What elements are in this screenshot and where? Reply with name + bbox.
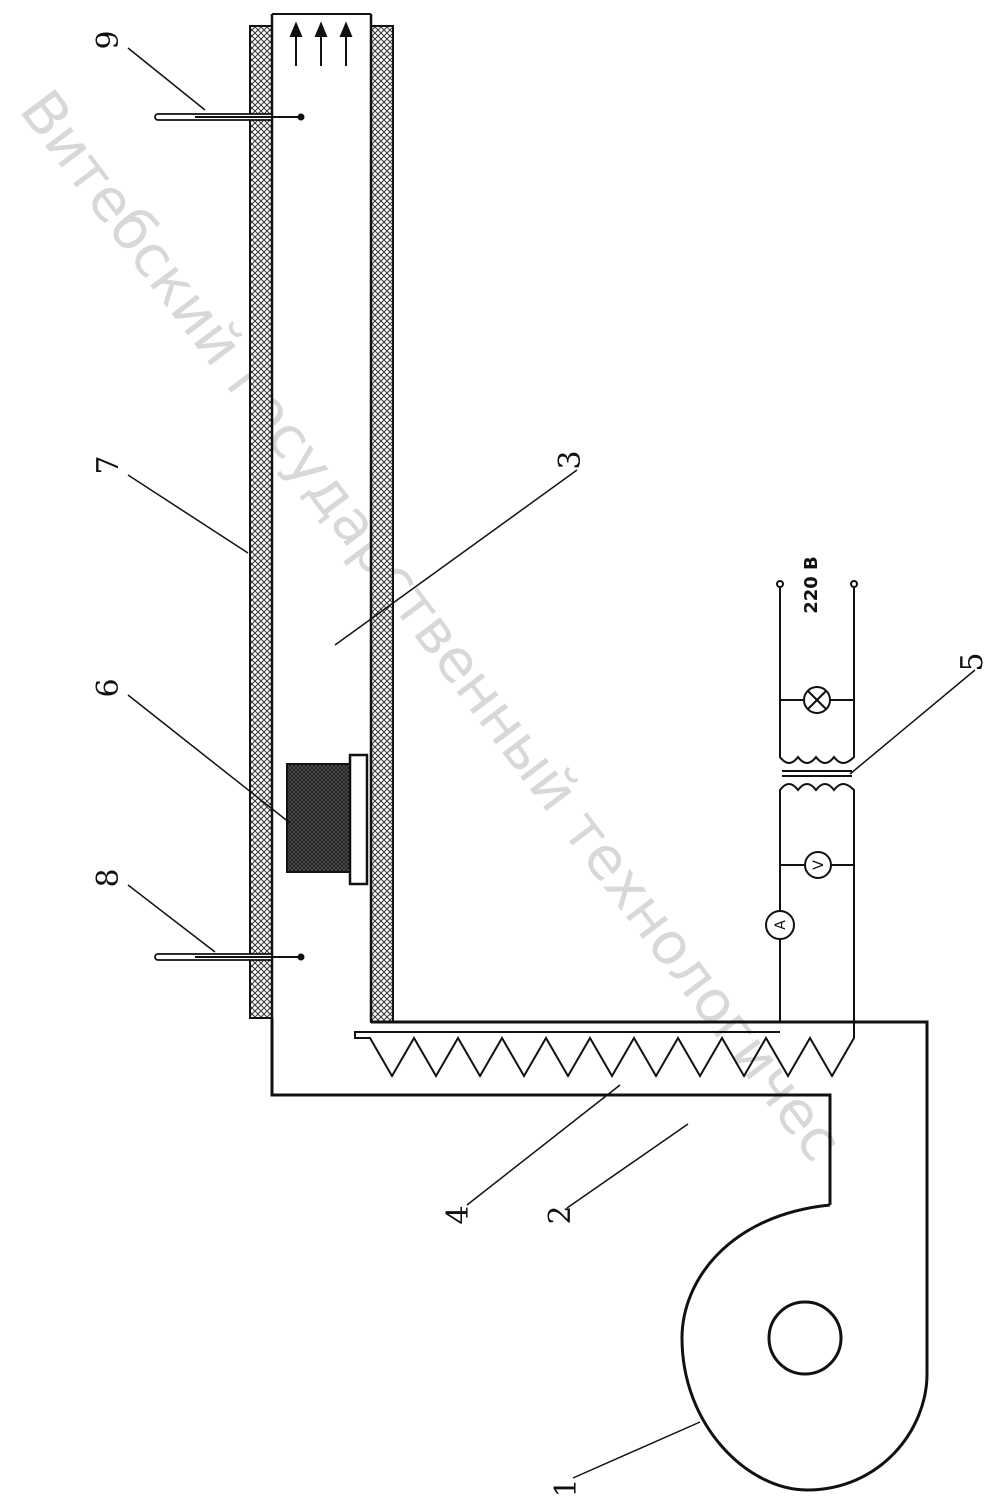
- callout-2: 2: [543, 1205, 578, 1224]
- callout-4: 4: [441, 1205, 476, 1224]
- callout-5: 5: [955, 652, 990, 671]
- sample-specimen: [286, 763, 351, 873]
- fan-hub: [767, 1300, 843, 1376]
- insulation-right: [370, 25, 394, 1023]
- callout-6: 6: [91, 678, 126, 697]
- voltmeter-symbol: V: [811, 860, 827, 870]
- ammeter-symbol: A: [773, 920, 789, 930]
- watermark-text: Витебский государственный технологичес: [7, 78, 856, 1174]
- callout-9: 9: [91, 30, 126, 49]
- heater-duct: [270, 1018, 929, 1374]
- thermometer-bottom: [154, 953, 305, 961]
- callout-3: 3: [553, 450, 588, 469]
- flow-arrows: [289, 21, 353, 66]
- callout-7: 7: [91, 455, 126, 474]
- supply-voltage-label: 220 В: [801, 556, 822, 614]
- insulation-left: [249, 25, 273, 1019]
- lamp-icon: [803, 686, 831, 714]
- heating-element: [354, 1020, 855, 1078]
- electric-circuit: [776, 580, 858, 1022]
- thermometer-top: [154, 113, 305, 121]
- leader-lines: [127, 47, 976, 1479]
- callout-1: 1: [549, 1478, 584, 1497]
- fan-volute: [680, 1203, 929, 1492]
- callout-8: 8: [91, 868, 126, 887]
- ammeter: A: [765, 910, 795, 940]
- voltmeter: V: [804, 851, 832, 879]
- sample-holder: [348, 753, 369, 886]
